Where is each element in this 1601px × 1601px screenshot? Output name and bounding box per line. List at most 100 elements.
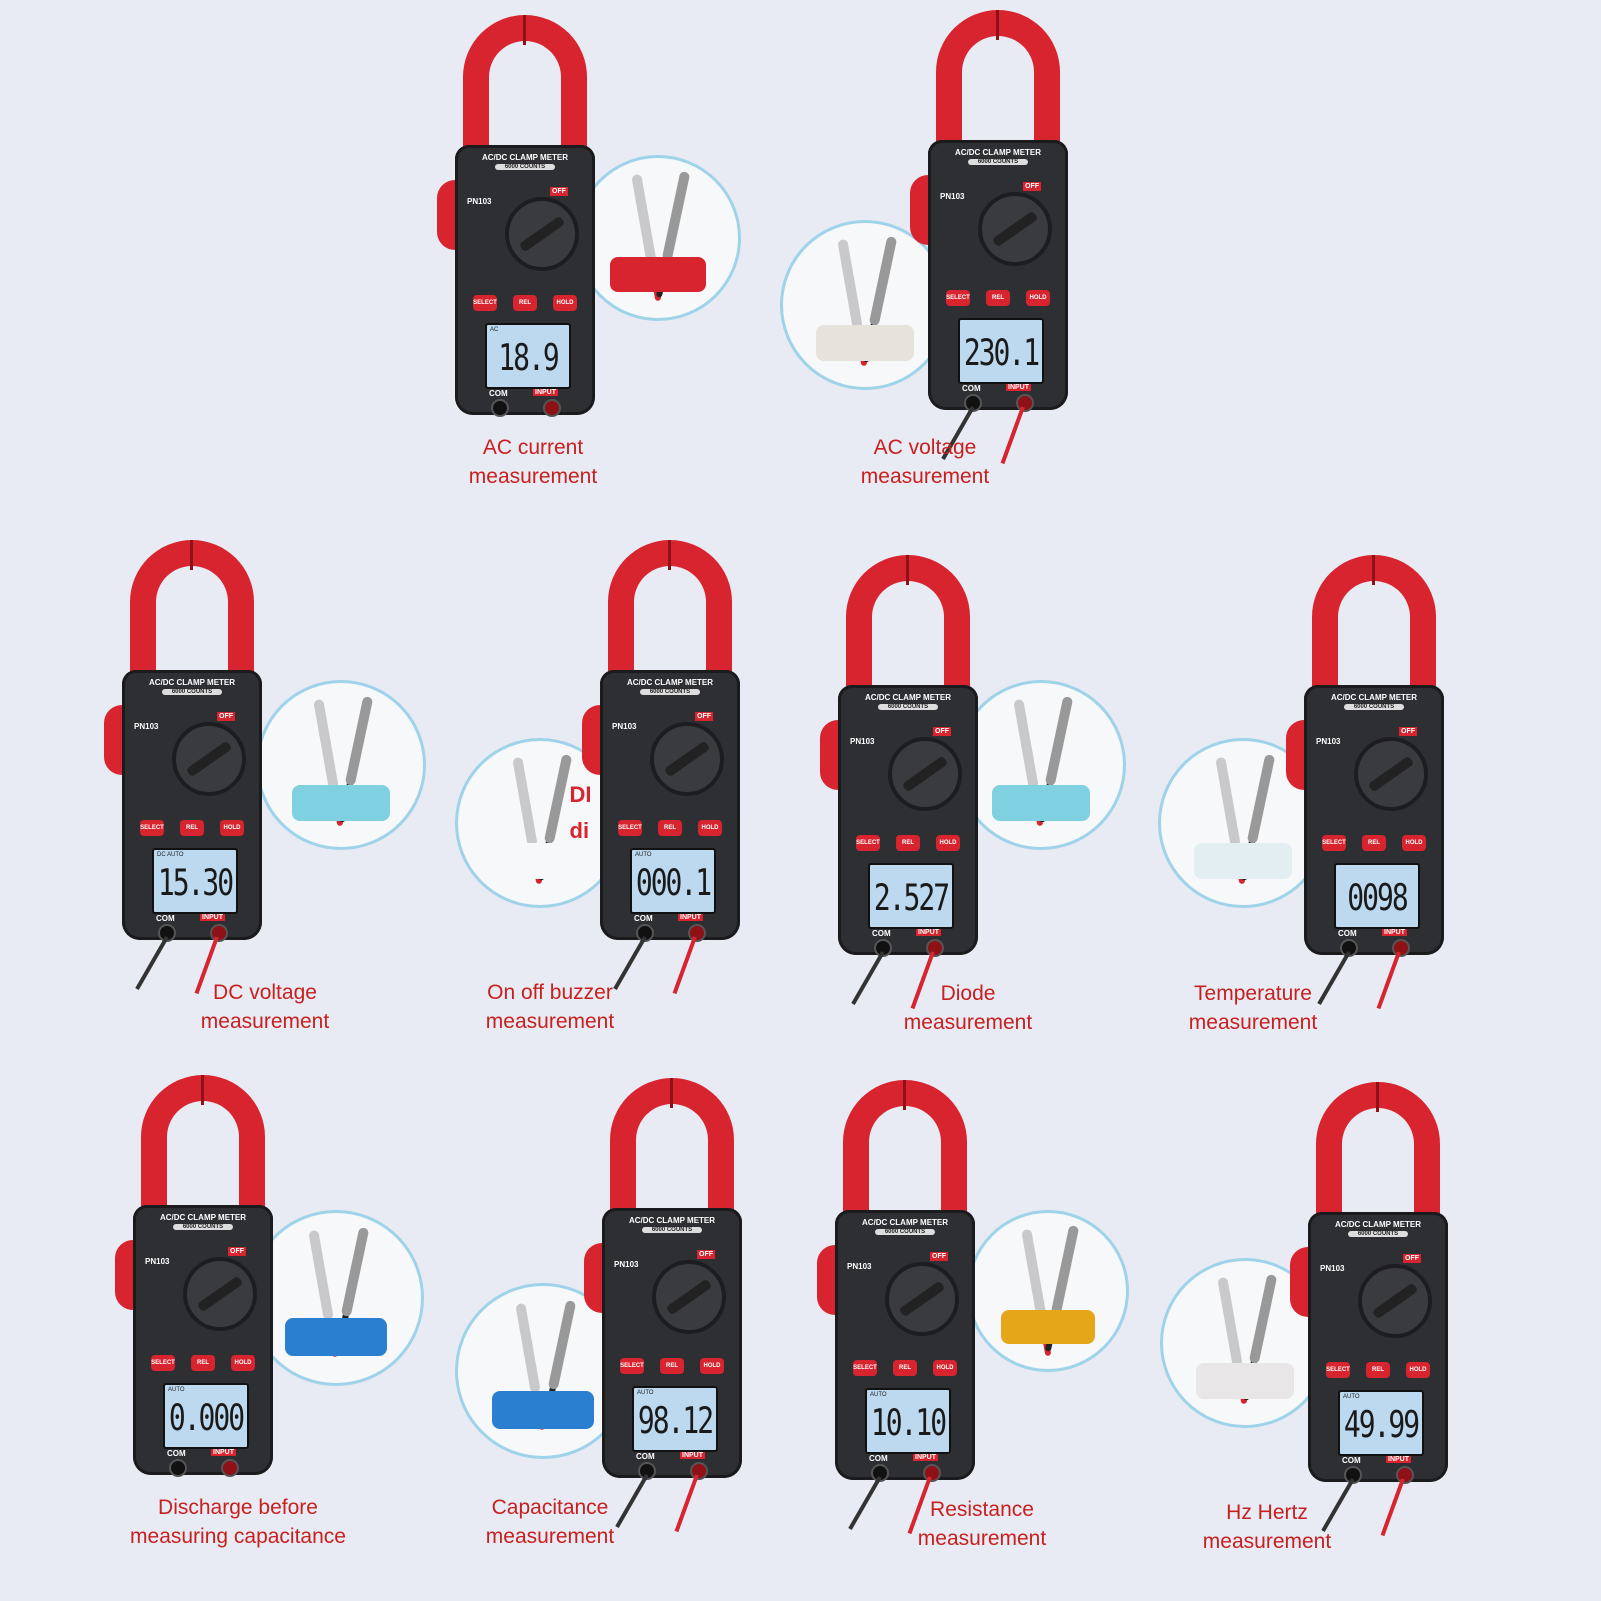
rotary-dial[interactable]	[1358, 1264, 1432, 1338]
rotary-dial[interactable]	[888, 737, 962, 811]
lcd-display: 2.527	[868, 863, 954, 929]
caption-line-2: measurement	[485, 1010, 615, 1033]
lcd-display: 0098	[1334, 863, 1420, 929]
rotary-dial[interactable]	[1354, 737, 1428, 811]
com-jack[interactable]	[1340, 939, 1358, 957]
select-button[interactable]: SELECT	[1322, 835, 1346, 851]
caption-line-1: Hz Hertz	[1226, 1501, 1308, 1524]
counts-label: 6000 COUNTS	[1344, 704, 1404, 710]
lcd-reading: 18.9	[498, 336, 559, 379]
select-button[interactable]: SELECT	[140, 820, 164, 836]
rotary-dial[interactable]	[183, 1257, 257, 1331]
meter-title: AC/DC CLAMP METER	[1330, 693, 1418, 702]
rel-button[interactable]: REL	[896, 835, 920, 851]
hold-button[interactable]: HOLD	[1406, 1362, 1430, 1378]
rotary-dial[interactable]	[652, 1260, 726, 1334]
com-jack[interactable]	[1344, 1466, 1362, 1484]
com-jack[interactable]	[491, 399, 509, 417]
counts-label: 6000 COUNTS	[875, 1229, 935, 1235]
input-label: INPUT	[680, 1452, 705, 1459]
hold-button[interactable]: HOLD	[231, 1355, 255, 1371]
counts-label: 6000 COUNTS	[640, 689, 700, 695]
meter-title: AC/DC CLAMP METER	[861, 1218, 949, 1227]
rel-button[interactable]: REL	[986, 290, 1010, 306]
test-object	[1001, 1309, 1095, 1345]
caption-line-2: measurement	[917, 1527, 1047, 1550]
com-jack[interactable]	[636, 924, 654, 942]
select-button[interactable]: SELECT	[946, 290, 970, 306]
black-probe	[868, 236, 898, 327]
com-jack[interactable]	[169, 1459, 187, 1477]
caption-line-1: DC voltage	[213, 981, 317, 1004]
rel-button[interactable]: REL	[658, 820, 682, 836]
test-object	[1195, 1362, 1295, 1399]
off-label: OFF	[930, 1252, 948, 1261]
input-jack[interactable]	[543, 399, 561, 417]
hold-button[interactable]: HOLD	[700, 1358, 724, 1374]
com-jack[interactable]	[158, 924, 176, 942]
off-label: OFF	[550, 187, 568, 196]
com-jack[interactable]	[964, 394, 982, 412]
model-label: PN103	[1320, 1264, 1345, 1273]
rotary-dial[interactable]	[172, 722, 246, 796]
hold-button[interactable]: HOLD	[936, 835, 960, 851]
jaw-split	[190, 540, 193, 570]
red-probe	[1021, 1228, 1048, 1319]
caption-line-1: Diode	[940, 982, 996, 1005]
off-label: OFF	[1399, 727, 1417, 736]
select-button[interactable]: SELECT	[856, 835, 880, 851]
off-label: OFF	[1403, 1254, 1421, 1263]
com-label: COM	[634, 914, 653, 923]
hold-button[interactable]: HOLD	[933, 1360, 957, 1376]
model-label: PN103	[612, 722, 637, 731]
hold-button[interactable]: HOLD	[220, 820, 244, 836]
rotary-dial[interactable]	[505, 197, 579, 271]
red-probe	[313, 699, 340, 790]
rotary-dial[interactable]	[885, 1262, 959, 1336]
select-button[interactable]: SELECT	[620, 1358, 644, 1374]
lcd-reading: 0.000	[168, 1396, 245, 1439]
hold-button[interactable]: HOLD	[1402, 835, 1426, 851]
com-label: COM	[489, 389, 508, 398]
rel-button[interactable]: REL	[1362, 835, 1386, 851]
lcd-reading: 49.99	[1343, 1403, 1420, 1446]
select-button[interactable]: SELECT	[473, 295, 497, 311]
hold-button[interactable]: HOLD	[698, 820, 722, 836]
select-button[interactable]: SELECT	[1326, 1362, 1350, 1378]
input-label: INPUT	[211, 1449, 236, 1456]
lcd-mode: AUTO	[637, 1390, 654, 1396]
hold-button[interactable]: HOLD	[1026, 290, 1050, 306]
rotary-dial[interactable]	[978, 192, 1052, 266]
rel-button[interactable]: REL	[513, 295, 537, 311]
input-label: INPUT	[533, 389, 558, 396]
model-label: PN103	[1316, 737, 1341, 746]
select-button[interactable]: SELECT	[618, 820, 642, 836]
rotary-dial[interactable]	[650, 722, 724, 796]
rel-button[interactable]: REL	[180, 820, 204, 836]
com-jack[interactable]	[874, 939, 892, 957]
com-label: COM	[636, 1452, 655, 1461]
rel-button[interactable]: REL	[893, 1360, 917, 1376]
input-jack[interactable]	[221, 1459, 239, 1477]
rel-button[interactable]: REL	[1366, 1362, 1390, 1378]
model-label: PN103	[847, 1262, 872, 1271]
select-button[interactable]: SELECT	[151, 1355, 175, 1371]
jaw-split	[668, 540, 671, 570]
lcd-reading: 15.30	[157, 861, 234, 904]
jaw-split	[670, 1078, 673, 1108]
inset-circle	[248, 1210, 424, 1386]
com-jack[interactable]	[871, 1464, 889, 1482]
rel-button[interactable]: REL	[191, 1355, 215, 1371]
input-label: INPUT	[913, 1454, 938, 1461]
select-button[interactable]: SELECT	[853, 1360, 877, 1376]
rel-button[interactable]: REL	[660, 1358, 684, 1374]
hold-button[interactable]: HOLD	[553, 295, 577, 311]
lcd-reading: 2.527	[873, 876, 950, 919]
com-jack[interactable]	[638, 1462, 656, 1480]
